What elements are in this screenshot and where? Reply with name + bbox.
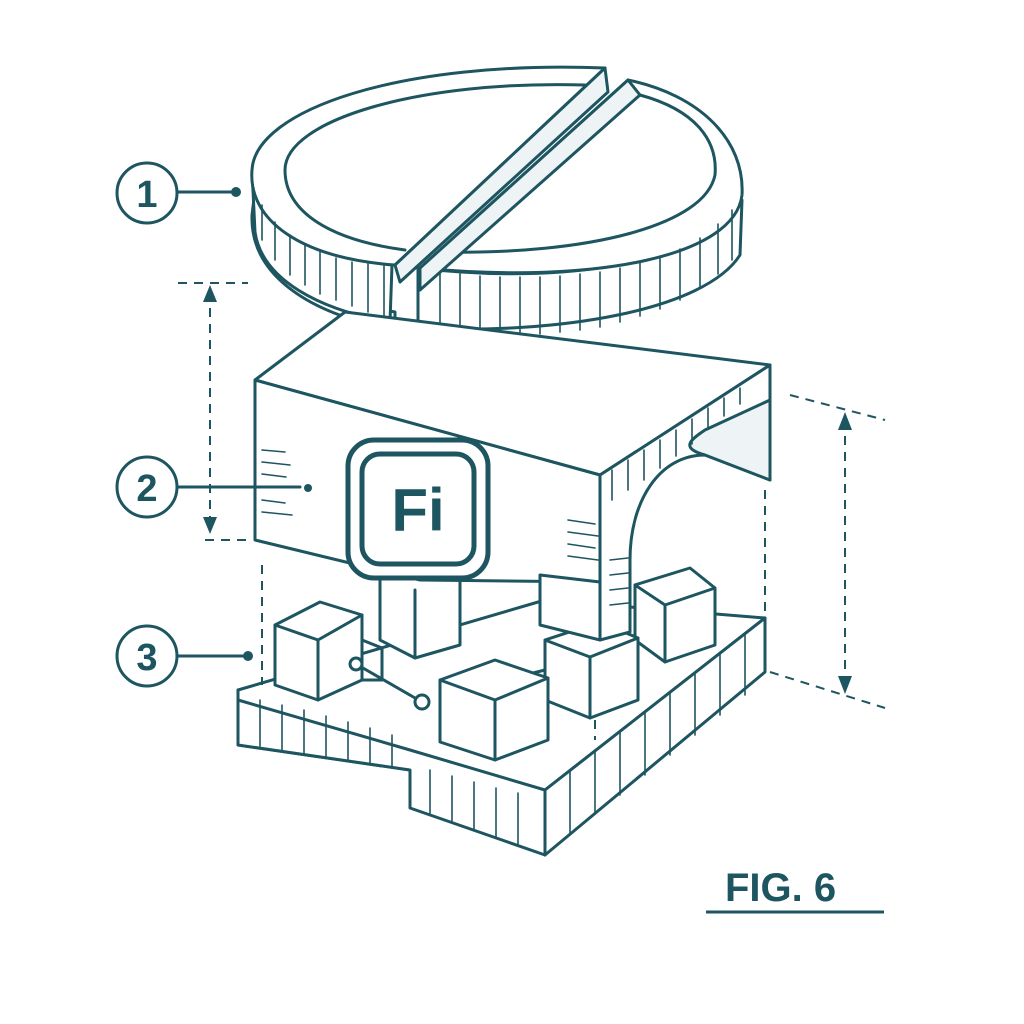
callout-3: 3 bbox=[115, 624, 253, 688]
callout-1: 1 bbox=[115, 161, 241, 225]
disc-inner-rim-left bbox=[283, 83, 587, 252]
housing-ticks bbox=[261, 387, 741, 606]
svg-text:FIG. 6: FIG. 6 bbox=[725, 866, 836, 910]
callout-2: 2 bbox=[115, 455, 302, 519]
split-disc-lid bbox=[250, 65, 744, 369]
base-plate-with-switches bbox=[236, 566, 767, 857]
dimension-right bbox=[769, 394, 886, 709]
housing-arch-inner bbox=[688, 398, 772, 482]
disc-split-wall-right bbox=[418, 78, 642, 292]
disc-right-top bbox=[418, 78, 744, 275]
switch-cube-back-right bbox=[633, 566, 717, 664]
svg-text:2: 2 bbox=[136, 468, 157, 510]
switch-cube-front bbox=[438, 658, 550, 762]
base-plate-side-right bbox=[543, 616, 767, 857]
switch-cube-left bbox=[273, 600, 384, 702]
disc-knurl-ticks bbox=[261, 204, 733, 336]
svg-text:3: 3 bbox=[136, 637, 157, 679]
base-plate-ticks bbox=[259, 632, 746, 846]
svg-text:1: 1 bbox=[136, 174, 157, 216]
housing-callout-dot bbox=[304, 484, 312, 492]
guide-lines bbox=[261, 490, 766, 740]
connecting-rod bbox=[348, 656, 431, 711]
figure-label: FIG. 6 bbox=[706, 866, 884, 914]
dimension-left bbox=[178, 282, 248, 541]
disc-inner-rim-right bbox=[438, 93, 717, 254]
disc-split-wall bbox=[393, 66, 610, 284]
logo-text: Fi bbox=[391, 477, 444, 544]
fi-logo-badge: Fi bbox=[345, 437, 491, 581]
logo-housing-block: Fi bbox=[253, 310, 772, 642]
center-stem bbox=[378, 573, 462, 660]
housing-right-leg bbox=[538, 573, 602, 642]
